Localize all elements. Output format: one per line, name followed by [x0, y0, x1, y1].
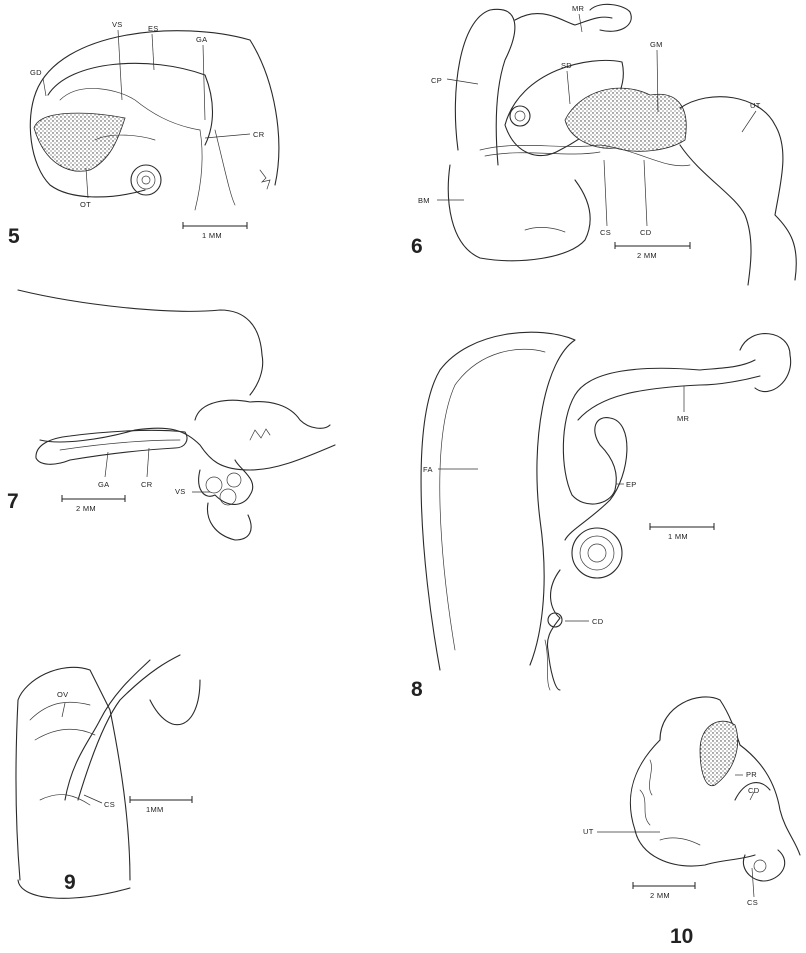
label-es: ES — [148, 24, 159, 33]
label-cp: CP — [431, 76, 442, 85]
label-cs: CS — [600, 228, 611, 237]
label-ut: UT — [583, 827, 594, 836]
figure-6: MR CP SD GM UT BM CS CD 2 MM 6 — [411, 4, 796, 285]
figure-5-drawing — [30, 31, 279, 210]
label-sd: SD — [561, 61, 572, 70]
label-cs: CS — [104, 800, 115, 809]
scale-bar-label: 1MM — [146, 805, 164, 814]
scale-bar-label: 1 MM — [202, 231, 222, 240]
figure-5: GD VS ES GA CR OT 1 MM 5 — [8, 20, 279, 248]
label-cr: CR — [253, 130, 265, 139]
figure-10: PR CD UT CS 2 MM 10 — [583, 697, 800, 948]
label-ov: OV — [57, 690, 68, 699]
label-gd: GD — [30, 68, 42, 77]
label-cd: CD — [748, 786, 760, 795]
label-pr: PR — [746, 770, 757, 779]
scale-bar-label: 2 MM — [650, 891, 670, 900]
scale-bar-label: 2 MM — [637, 251, 657, 260]
label-bm: BM — [418, 196, 430, 205]
scale-bar-label: 2 MM — [76, 504, 96, 513]
figure-9: OV CS 1MM 9 — [16, 655, 200, 898]
label-ep: EP — [626, 480, 637, 489]
figure-number: 7 — [7, 490, 19, 513]
figure-8: MR FA EP CD 1 MM 8 — [411, 332, 791, 701]
label-mr: MR — [572, 4, 585, 13]
label-vs: VS — [175, 487, 186, 496]
label-cd: CD — [592, 617, 604, 626]
figure-7-drawing — [18, 290, 335, 540]
label-cr: CR — [141, 480, 153, 489]
figure-number: 5 — [8, 225, 20, 248]
figure-9-drawing — [16, 655, 200, 898]
scale-bar-label: 1 MM — [668, 532, 688, 541]
figure-10-drawing — [630, 697, 800, 881]
label-ut: UT — [750, 101, 761, 110]
figure-number: 9 — [64, 871, 76, 894]
figure-6-drawing — [448, 4, 796, 285]
label-ot: OT — [80, 200, 91, 209]
label-cs: CS — [747, 898, 758, 907]
label-mr: MR — [677, 414, 690, 423]
label-gm: GM — [650, 40, 663, 49]
figure-number: 8 — [411, 678, 423, 701]
figure-8-drawing — [421, 332, 791, 690]
figure-7: GA CR VS 2 MM 7 — [7, 290, 335, 540]
figure-number: 6 — [411, 235, 423, 258]
label-ga: GA — [98, 480, 109, 489]
label-cd: CD — [640, 228, 652, 237]
label-fa: FA — [423, 465, 433, 474]
label-ga: GA — [196, 35, 207, 44]
label-vs: VS — [112, 20, 123, 29]
figure-number: 10 — [670, 925, 693, 948]
